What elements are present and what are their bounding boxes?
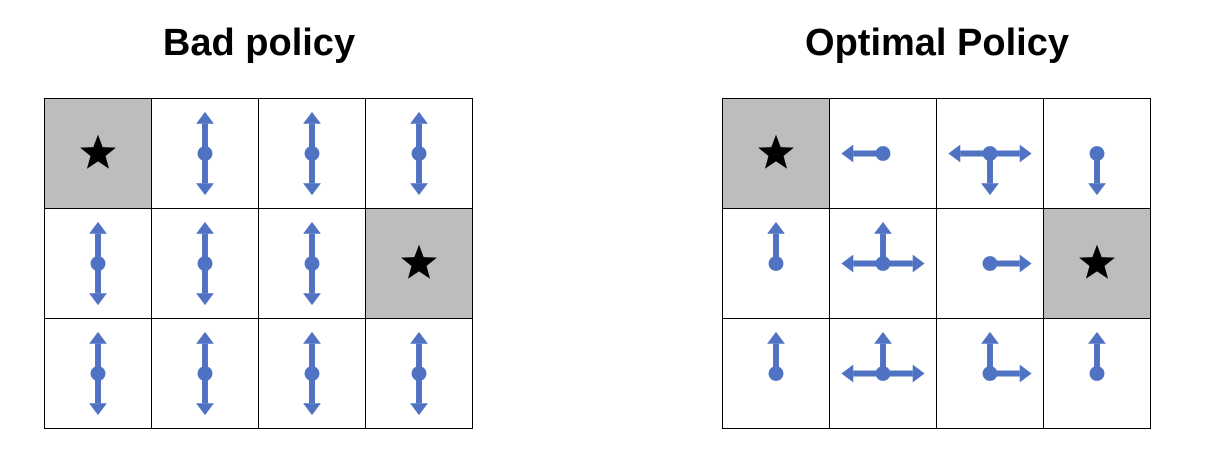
optimal-policy-grid	[722, 98, 1151, 429]
grid-cell	[259, 99, 366, 209]
terminal-cell	[366, 209, 473, 319]
state-dot	[304, 146, 320, 161]
grid-cell	[1044, 99, 1151, 209]
grid-cell	[830, 319, 937, 429]
state-dot	[197, 366, 213, 381]
terminal-cell	[1044, 209, 1151, 319]
grid-cell	[45, 319, 152, 429]
grid-cell	[259, 319, 366, 429]
terminal-cell	[45, 99, 152, 209]
state-dot	[768, 366, 784, 381]
grid-cell	[830, 209, 937, 319]
star-icon	[1079, 244, 1115, 279]
grid-cell	[1044, 319, 1151, 429]
state-dot	[411, 366, 427, 381]
bad-policy-title: Bad policy	[162, 22, 356, 64]
terminal-cell	[723, 99, 830, 209]
star-icon	[758, 134, 794, 169]
grid-cell	[152, 99, 259, 209]
grid-cell	[45, 209, 152, 319]
state-dot	[90, 256, 106, 271]
grid-cell	[152, 319, 259, 429]
grid-cell	[723, 319, 830, 429]
state-dot	[197, 256, 213, 271]
grid-cell	[937, 209, 1044, 319]
optimal-policy-title: Optimal Policy	[805, 22, 1069, 64]
grid-cell	[366, 99, 473, 209]
state-dot	[982, 146, 998, 161]
state-dot	[982, 366, 998, 381]
state-dot	[982, 256, 998, 271]
star-icon	[80, 134, 116, 169]
bad-policy-grid	[44, 98, 473, 429]
star-icon	[401, 244, 437, 279]
state-dot	[875, 256, 891, 271]
grid-cell	[259, 209, 366, 319]
grid-cell	[937, 99, 1044, 209]
state-dot	[197, 146, 213, 161]
state-dot	[411, 146, 427, 161]
grid-cell	[366, 319, 473, 429]
state-dot	[1089, 366, 1105, 381]
state-dot	[304, 366, 320, 381]
state-dot	[875, 366, 891, 381]
grid-cell	[152, 209, 259, 319]
state-dot	[90, 366, 106, 381]
state-dot	[875, 146, 891, 161]
grid-cell	[723, 209, 830, 319]
state-dot	[768, 256, 784, 271]
state-dot	[304, 256, 320, 271]
grid-cell	[937, 319, 1044, 429]
state-dot	[1089, 146, 1105, 161]
grid-cell	[830, 99, 937, 209]
